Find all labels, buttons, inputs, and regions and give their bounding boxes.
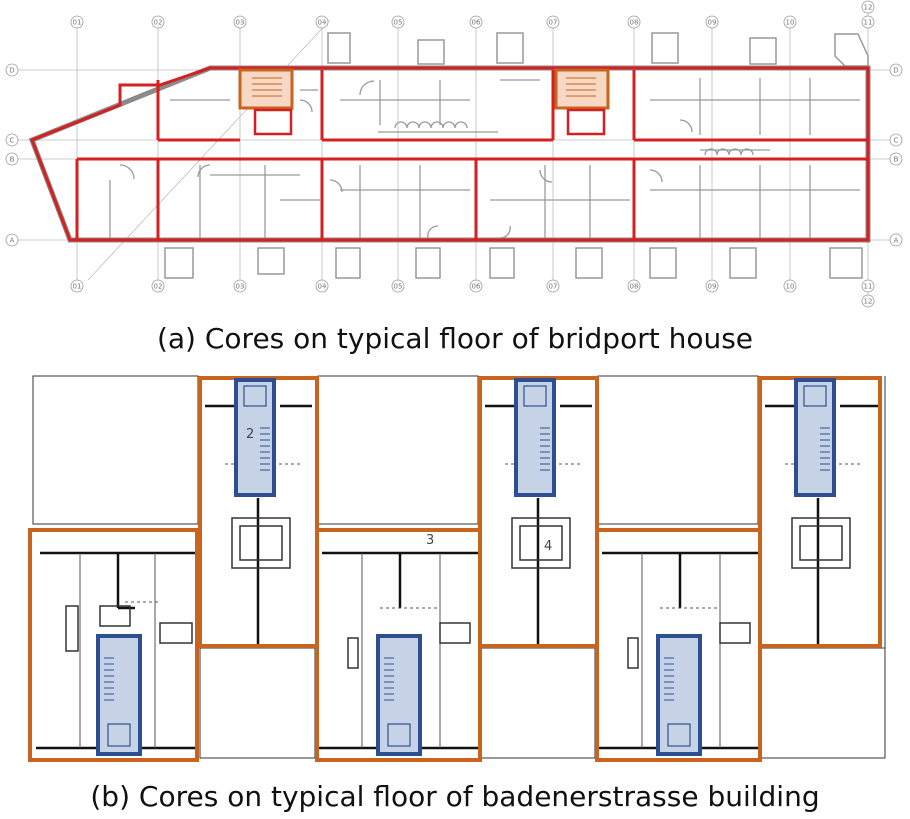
grid-label-bottom-03: 03 bbox=[236, 283, 245, 291]
interior-walls-b bbox=[36, 404, 878, 750]
grid-label-left-D: D bbox=[9, 67, 14, 75]
grid-label-top-03: 03 bbox=[236, 19, 245, 27]
grid-label-right-C: C bbox=[894, 137, 899, 145]
grid-label-bottom-04: 04 bbox=[318, 283, 327, 291]
grid-label-bottom-09: 09 bbox=[708, 283, 717, 291]
grid-bubbles-bottom bbox=[70, 279, 875, 308]
grid-label-left-A: A bbox=[10, 237, 15, 245]
floor-plan-bridport-house: 01 02 03 04 05 06 07 08 09 10 11 12 01 0… bbox=[5, 0, 903, 308]
grid-label-top-07: 07 bbox=[549, 19, 558, 27]
core-b-lower-3 bbox=[656, 634, 702, 756]
core-b-upper-3 bbox=[794, 378, 836, 497]
unit-boundaries-orange bbox=[28, 376, 882, 762]
grid-label-bottom-11: 11 bbox=[864, 283, 873, 291]
grid-label-top-11: 11 bbox=[864, 19, 873, 27]
grid-label-right-B: B bbox=[894, 156, 899, 164]
grid-label-top-08: 08 bbox=[630, 19, 639, 27]
core-b-lower-1 bbox=[96, 634, 142, 756]
grid-label-top-06: 06 bbox=[472, 19, 481, 27]
thin-walls-b bbox=[79, 463, 860, 748]
grid-bubbles-sides bbox=[5, 63, 903, 247]
core-stair-a1 bbox=[238, 68, 294, 136]
grid-label-top-01: 01 bbox=[73, 19, 82, 27]
unit-number-3: 3 bbox=[426, 533, 434, 548]
grid-lines bbox=[15, 10, 890, 295]
grid-label-top-04: 04 bbox=[318, 19, 327, 27]
grid-label-bottom-05: 05 bbox=[394, 283, 403, 291]
grid-label-bottom-06: 06 bbox=[472, 283, 481, 291]
grid-labels: 01 02 03 04 05 06 07 08 09 10 11 12 01 0… bbox=[9, 4, 898, 306]
grid-bubbles-top bbox=[70, 0, 875, 29]
grid-label-bottom-10: 10 bbox=[786, 283, 795, 291]
core-stair-a2 bbox=[554, 68, 610, 136]
grid-label-left-C: C bbox=[10, 137, 15, 145]
grid-label-top-09: 09 bbox=[708, 19, 717, 27]
grid-label-bottom-08: 08 bbox=[630, 283, 639, 291]
grid-label-left-B: B bbox=[10, 156, 15, 164]
unit-outlines bbox=[32, 375, 886, 759]
core-b-upper-2 bbox=[514, 378, 556, 497]
unit-number-4: 4 bbox=[544, 539, 552, 554]
grid-label-right-A: A bbox=[894, 237, 899, 245]
grid-label-top-10: 10 bbox=[786, 19, 795, 27]
furniture-b bbox=[65, 517, 851, 669]
grid-label-bottom-01: 01 bbox=[73, 283, 82, 291]
core-b-upper-1 bbox=[234, 378, 276, 497]
unit-number-2: 2 bbox=[246, 427, 254, 442]
grid-label-top-12: 12 bbox=[864, 4, 873, 12]
grid-label-right-D: D bbox=[893, 67, 898, 75]
floor-plan-badenerstrasse: 2 3 4 bbox=[28, 375, 886, 762]
caption-figure-a: (a) Cores on typical floor of bridport h… bbox=[156, 322, 754, 355]
grid-label-bottom-07: 07 bbox=[549, 283, 558, 291]
compartment-outlines bbox=[30, 66, 870, 242]
caption-figure-b: (b) Cores on typical floor of badenerstr… bbox=[90, 780, 820, 813]
interior-walls bbox=[109, 78, 860, 239]
grid-label-bottom-12: 12 bbox=[864, 298, 873, 306]
grid-label-top-05: 05 bbox=[394, 19, 403, 27]
grid-label-bottom-02: 02 bbox=[154, 283, 163, 291]
grid-label-top-02: 02 bbox=[154, 19, 163, 27]
core-b-lower-2 bbox=[376, 634, 422, 756]
